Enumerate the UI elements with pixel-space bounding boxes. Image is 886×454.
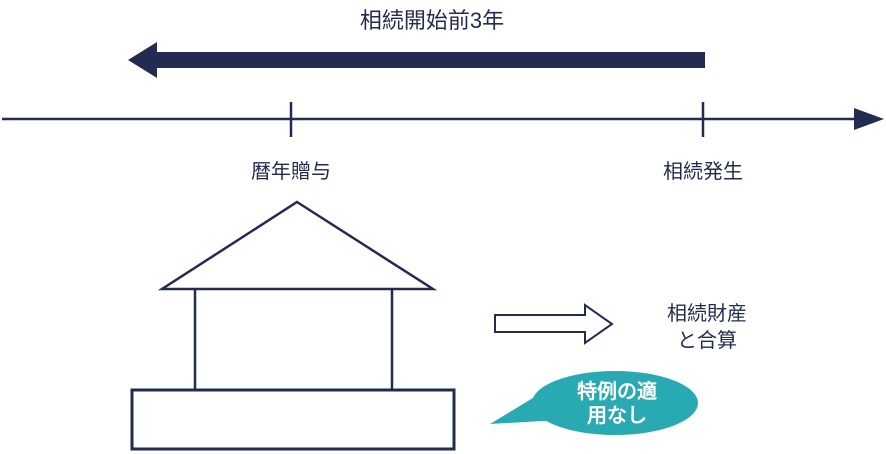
- left-arrow-icon: [128, 42, 705, 78]
- speech-bubble-body: [532, 371, 698, 435]
- bubble-label-line2: 用なし: [587, 404, 647, 427]
- inheritance-start-label: 相続発生: [663, 160, 743, 183]
- house-base: [130, 388, 456, 451]
- calendar-gift-label: 暦年贈与: [251, 160, 331, 183]
- house-icon: [130, 200, 456, 451]
- speech-bubble: 特例の適 用なし: [490, 371, 698, 435]
- merge-label-line1: 相続財産: [667, 302, 747, 325]
- bubble-label-line1: 特例の適: [577, 379, 657, 403]
- merge-label-line2: と合算: [677, 329, 737, 352]
- merge-arrow-icon: [494, 303, 614, 345]
- house-roof: [157, 200, 438, 291]
- diagram-title: 相続開始前3年: [360, 8, 504, 33]
- timeline-right-arrowhead-icon: [854, 108, 884, 130]
